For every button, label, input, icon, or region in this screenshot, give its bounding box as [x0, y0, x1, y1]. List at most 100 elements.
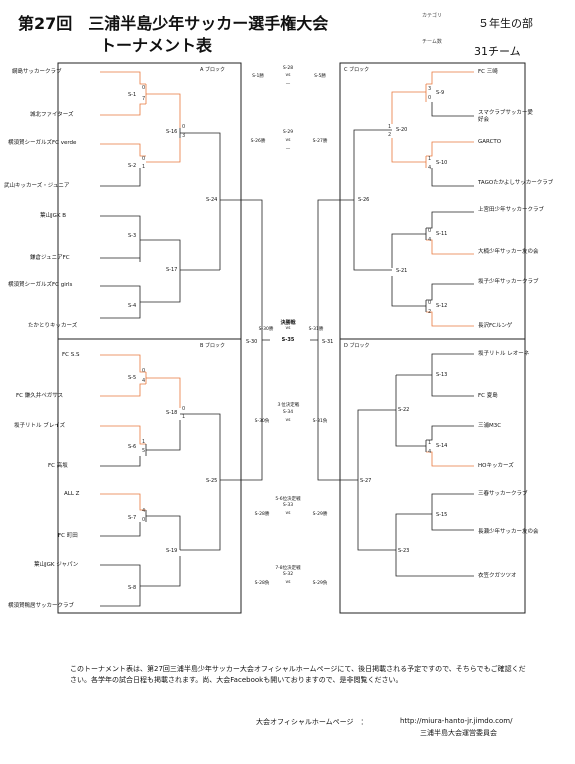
block-a-label: A ブロック: [200, 67, 226, 73]
match-s28-right: S-5勝: [314, 74, 326, 79]
score: 0: [142, 517, 146, 523]
team-left: FC S.S: [62, 352, 80, 358]
score: 0: [142, 368, 146, 374]
match-number: S-4: [128, 303, 137, 309]
match-number: S-2: [128, 163, 137, 169]
footer-organizer: 三浦半島大会運営委員会: [420, 729, 497, 737]
final-right: S-31勝: [308, 327, 324, 332]
match-number: S-23: [398, 548, 410, 554]
team-left: 横須賀シーガルズFC girls: [8, 282, 73, 288]
block-c-label: C ブロック: [344, 67, 370, 73]
match-number: S-24: [206, 197, 218, 203]
score: 0: [142, 156, 146, 162]
team-left: 坂子リトル ブレイズ: [14, 423, 66, 429]
match-number: S-12: [436, 303, 448, 309]
notice-text: このトーナメント表は、第27回三浦半島少年サッカー大会オフィシャルホームページに…: [70, 665, 526, 684]
score: 3: [182, 133, 186, 139]
match-number: S-22: [398, 407, 410, 413]
match-number: S-5: [128, 375, 137, 381]
match-number: S-19: [166, 548, 178, 554]
team-left: FC 高坂: [48, 463, 68, 469]
team-right: 坂子リトル レオーネ: [478, 351, 530, 357]
footer-url-link[interactable]: http://miura-hanto-jr.jimdo.com/: [400, 717, 513, 725]
final-title: 決勝戦: [280, 320, 296, 326]
score: 4: [142, 508, 146, 514]
match-s28-number: S-28: [282, 66, 294, 71]
match-number: S-31: [322, 339, 334, 345]
seventh-left: S-28負: [254, 581, 270, 586]
match-number: S-27: [360, 478, 372, 484]
seventh-vs: vs: [285, 580, 291, 585]
score: 0: [428, 300, 432, 306]
match-number: S-25: [206, 478, 218, 484]
team-left: FC 鎌久井ペガサス: [16, 393, 64, 399]
team-left: 綱島サッカークラブ: [12, 69, 62, 75]
team-right: 大楠少年サッカー友の会: [478, 249, 539, 255]
match-number: S-3: [128, 233, 137, 239]
match-s29-right: S-27勝: [312, 139, 328, 144]
block-d-label: D ブロック: [344, 343, 370, 349]
category-label: カテゴリ: [422, 13, 443, 19]
match-number: S-10: [436, 160, 448, 166]
third-right: S-31負: [312, 419, 328, 424]
match-number: S-16: [166, 129, 178, 135]
seventh-number: S-32: [282, 572, 294, 577]
teams-value: 31チーム: [474, 45, 521, 58]
score: 1: [388, 124, 392, 130]
team-left: 横須賀鴨居サッカークラブ: [8, 603, 75, 609]
team-left: 武山キッカーズ・ジュニア: [4, 183, 70, 189]
team-left: 葉山JGK B: [40, 213, 67, 219]
match-number: S-20: [396, 127, 408, 133]
score: 1: [142, 164, 146, 170]
third-vs: vs: [285, 418, 291, 423]
category-value: ５年生の部: [478, 17, 533, 30]
page-subtitle: トーナメント表: [100, 36, 213, 55]
score: 0: [142, 85, 146, 91]
score: 1: [428, 156, 432, 162]
page-title: 第27回 三浦半島少年サッカー選手権大会: [18, 14, 329, 33]
team-right: 長沢FCルンゲ: [478, 323, 513, 329]
match-number: S-7: [128, 515, 137, 521]
team-right: 三浦M3C: [478, 423, 502, 429]
match-number: S-30: [246, 339, 258, 345]
score: 4: [142, 378, 146, 384]
score: 1: [428, 440, 432, 446]
match-number: S-1: [128, 92, 137, 98]
team-left: FC 町田: [58, 533, 78, 539]
team-right: FC 夏島: [478, 393, 498, 399]
score: 7: [142, 96, 146, 102]
match-s29-vs: vs: [285, 138, 291, 143]
team-right: HOキッカーズ: [478, 463, 514, 469]
match-number: S-17: [166, 267, 178, 273]
seventh-title: 7-8位決定戦: [275, 566, 301, 571]
match-s29-number: S-29: [282, 130, 294, 135]
match-number: S-21: [396, 268, 408, 274]
match-number: S-11: [436, 231, 448, 237]
final-left: S-30勝: [258, 327, 274, 332]
match-number: S-9: [436, 90, 445, 96]
match-s28-left: S-1勝: [252, 74, 264, 79]
score: 1: [142, 439, 146, 445]
score: 4: [428, 449, 432, 455]
score: 4: [428, 237, 432, 243]
team-right: 上宮田少年サッカークラブ: [478, 207, 545, 213]
team-left: 横須賀シーガルズFC verde: [8, 140, 77, 146]
match-s29-left: S-26勝: [250, 139, 266, 144]
score: 1: [182, 414, 186, 420]
score: 2: [388, 132, 392, 138]
team-left: 城北ファイターズ: [30, 112, 74, 118]
team-left: ALL Z: [64, 491, 80, 497]
final-vs: vs: [285, 326, 291, 331]
score: 3: [428, 86, 432, 92]
score: 0: [428, 228, 432, 234]
team-left: 葉山JGK ジャパン: [34, 562, 79, 568]
match-s28-result: —: [285, 82, 291, 87]
fifth-right: S-29勝: [312, 512, 328, 517]
third-number: S-34: [282, 410, 294, 415]
third-title: ３位決定戦: [276, 403, 300, 408]
seventh-right: S-29負: [312, 581, 328, 586]
team-right: 長瀬少年サッカー友の会: [478, 529, 539, 535]
fifth-title: 5-6位決定戦: [275, 497, 301, 502]
fifth-number: S-33: [282, 503, 294, 508]
